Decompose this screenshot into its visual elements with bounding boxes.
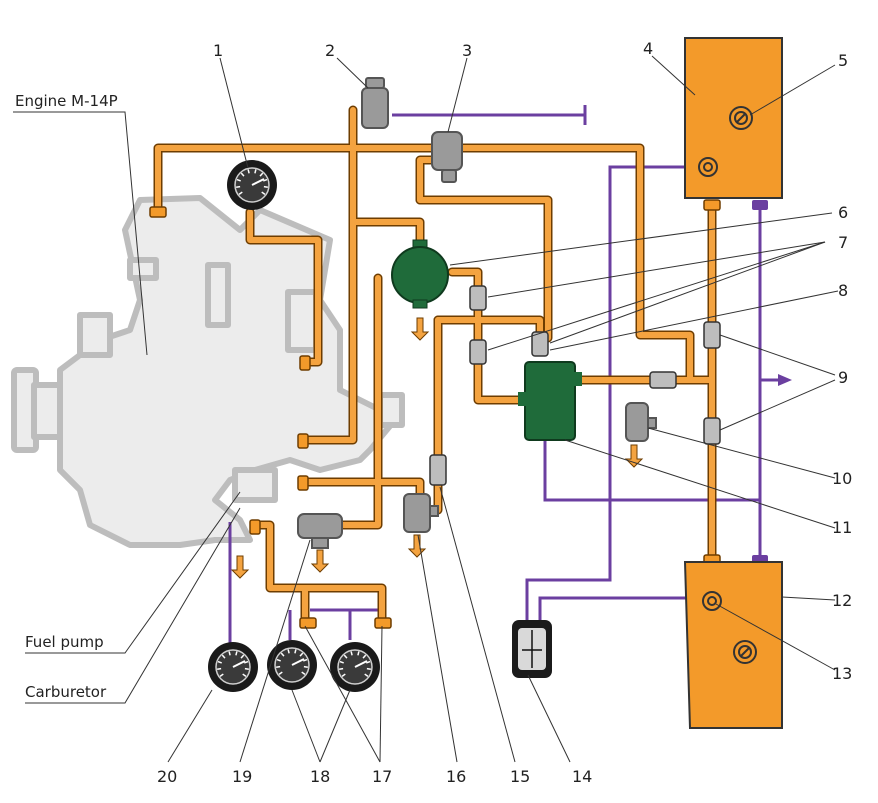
callout-17: 17 bbox=[372, 767, 392, 786]
tee-19 bbox=[297, 513, 343, 549]
pressure-gauge-icon bbox=[227, 160, 277, 210]
leader-lines bbox=[13, 55, 839, 763]
callout-16: 16 bbox=[446, 767, 466, 786]
callout-20: 20 bbox=[157, 767, 177, 786]
callout-5: 5 bbox=[838, 51, 848, 70]
callout-1: 1 bbox=[213, 41, 223, 60]
callout-6: 6 bbox=[838, 203, 848, 222]
pressure-gauge-icon bbox=[330, 642, 380, 692]
fuel-pump-label: Fuel pump bbox=[25, 633, 104, 651]
callout-9: 9 bbox=[838, 368, 848, 387]
drain-16 bbox=[403, 493, 439, 533]
check-valves bbox=[429, 285, 721, 486]
callout-19: 19 bbox=[232, 767, 252, 786]
pressure-gauge-icon bbox=[267, 640, 317, 690]
pressure-gauge-icon bbox=[208, 642, 258, 692]
callout-3: 3 bbox=[462, 41, 472, 60]
callout-18: 18 bbox=[310, 767, 330, 786]
lower-tank bbox=[683, 561, 783, 729]
callout-13: 13 bbox=[832, 664, 852, 683]
callout-2: 2 bbox=[325, 41, 335, 60]
callout-12: 12 bbox=[832, 591, 852, 610]
callout-7: 7 bbox=[838, 233, 848, 252]
main-filter-11 bbox=[518, 361, 582, 441]
drain-10 bbox=[625, 402, 657, 442]
engine-silhouette bbox=[11, 195, 405, 548]
callout-4: 4 bbox=[643, 39, 653, 58]
filter-6 bbox=[391, 239, 449, 309]
engine-label: Engine M-14P bbox=[15, 92, 118, 110]
fuel-quantity-gauge-14 bbox=[512, 620, 552, 678]
upper-tank bbox=[684, 37, 783, 199]
callout-11: 11 bbox=[832, 518, 852, 537]
callout-10: 10 bbox=[832, 469, 852, 488]
pressure-gauges bbox=[208, 160, 380, 692]
carburetor-label: Carburetor bbox=[25, 683, 107, 701]
fuel-tap bbox=[361, 77, 389, 129]
callout-15: 15 bbox=[510, 767, 530, 786]
fuel-lines bbox=[153, 105, 717, 627]
callout-14: 14 bbox=[572, 767, 592, 786]
callout-8: 8 bbox=[838, 281, 848, 300]
valve-3 bbox=[431, 131, 463, 183]
wires bbox=[228, 105, 792, 650]
